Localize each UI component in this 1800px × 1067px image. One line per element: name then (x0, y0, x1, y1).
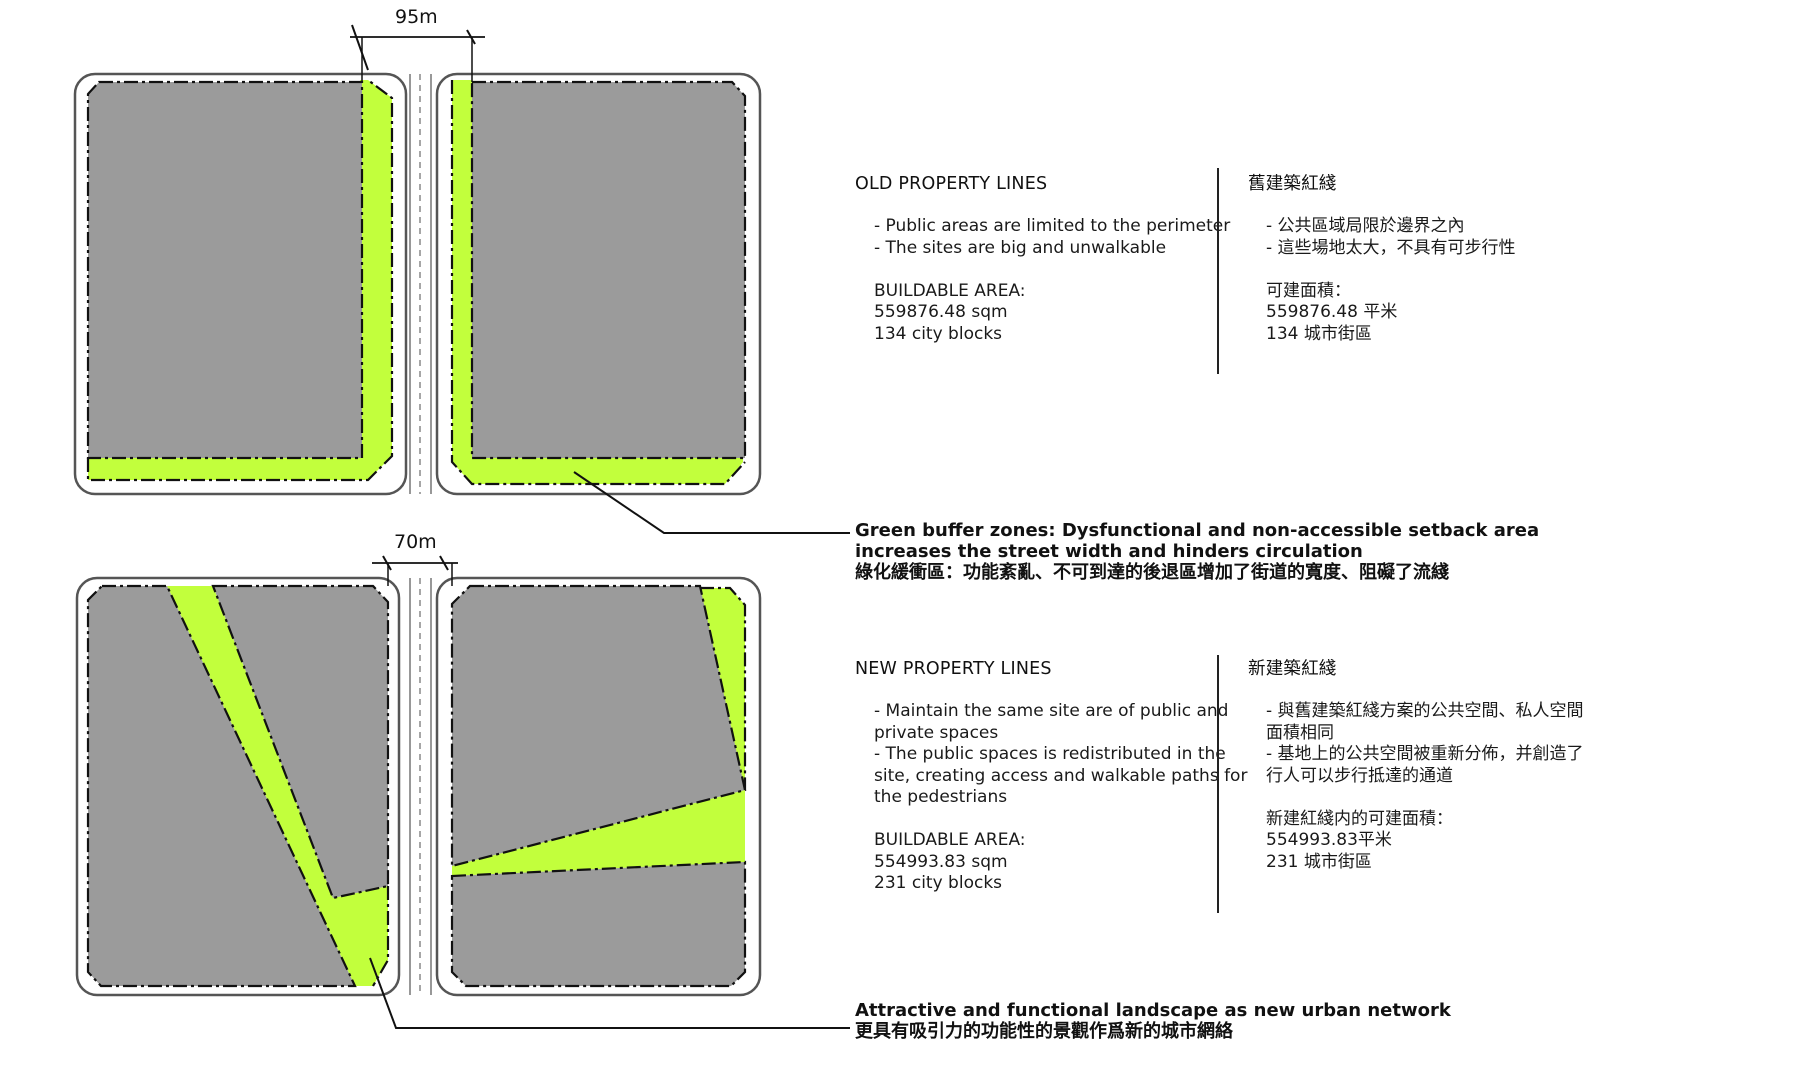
old-left-property-line (86, 79, 394, 482)
new-bullet-zh-3: - 基地上的公共空間被重新分佈，并創造了 (1266, 744, 1584, 764)
old-left-buildable-block (86, 80, 364, 460)
new-area-label-en: BUILDABLE AREA: (874, 830, 1026, 850)
old-divider (1217, 168, 1219, 374)
new-bullet-en-5: the pedestrians (874, 787, 1008, 807)
new-bullet-en-4: site, creating access and walkable paths… (874, 765, 1248, 786)
dim-label-95m: 95m (395, 6, 438, 28)
dim-label-70m: 70m (394, 531, 437, 553)
new-bullet-zh-1: - 與舊建築紅綫方案的公共空間、私人空間 (1266, 701, 1584, 721)
green-buffer-callout-line-3: 綠化緩衝區：功能紊亂、不可到達的後退區增加了街道的寬度、阻礙了流綫 (855, 562, 1449, 583)
old-area-label-en: BUILDABLE AREA: (874, 280, 1026, 301)
new-heading-zh: 新建築紅綫 (1248, 659, 1337, 679)
landscape-callout-line-1: Attractive and functional landscape as n… (855, 1000, 1451, 1021)
new-left-block-a (86, 584, 357, 988)
old-text-en: - Public areas are limited to the perime… (874, 216, 1230, 345)
dim-95-tick-left (351, 24, 369, 71)
new-left-green-path (167, 586, 388, 986)
landscape-callout: Attractive and functional landscape as n… (855, 1000, 1451, 1042)
green-buffer-callout-line-1: Green buffer zones: Dysfunctional and no… (855, 520, 1540, 541)
dim-70-tick-left (382, 555, 392, 571)
leader-green-buffer (573, 471, 850, 534)
new-blocks-zh: 231 城市街區 (1266, 851, 1372, 872)
new-right-block-b (450, 860, 747, 988)
new-area-value-zh: 554993.83平米 (1266, 830, 1392, 850)
new-bullet-zh-2: 面積相同 (1266, 722, 1334, 743)
dim-70-tick-right (439, 555, 449, 571)
new-area-value-en: 554993.83 sqm (874, 851, 1008, 872)
old-bullet-en-2: - The sites are big and unwalkable (874, 237, 1167, 258)
new-right-block-a (450, 584, 747, 868)
old-blocks-en: 134 city blocks (874, 323, 1003, 344)
new-divider (1217, 655, 1219, 913)
old-area-label-zh: 可建面積： (1266, 280, 1351, 301)
new-bullet-en-2: private spaces (874, 722, 999, 743)
new-right-green-wedge (452, 588, 745, 876)
old-bullet-zh-1: - 公共區域局限於邊界之內 (1266, 216, 1465, 236)
old-bullet-zh-2: - 這些場地太大，不具有可步行性 (1266, 237, 1516, 258)
landscape-callout-line-2: 更具有吸引力的功能性的景觀作爲新的城市網絡 (855, 1021, 1233, 1042)
new-right-green-edge (700, 586, 747, 790)
old-area-value-zh: 559876.48 平米 (1266, 302, 1398, 322)
old-right-property-line (450, 80, 746, 486)
old-right-buildable-block (470, 80, 747, 460)
new-blocks-en: 231 city blocks (874, 873, 1003, 893)
old-area-value-en: 559876.48 sqm (874, 302, 1008, 322)
new-bullet-zh-4: 行人可以步行抵達的通道 (1266, 765, 1453, 786)
leader-landscape (369, 957, 850, 1029)
old-text-zh: - 公共區域局限於邊界之內 - 這些場地太大，不具有可步行性 可建面積： 559… (1266, 216, 1516, 345)
green-buffer-callout-line-2: increases the street width and hinders c… (855, 541, 1363, 562)
dim-95-tick-right (466, 29, 476, 45)
new-heading-en: NEW PROPERTY LINES (855, 659, 1052, 679)
old-bullet-en-1: - Public areas are limited to the perime… (874, 216, 1231, 236)
new-area-label-zh: 新建紅綫内的可建面積： (1266, 808, 1453, 829)
old-heading-en: OLD PROPERTY LINES (855, 174, 1048, 194)
new-text-en: - Maintain the same site are of public a… (874, 701, 1247, 895)
old-blocks-zh: 134 城市街區 (1266, 323, 1372, 344)
new-bullet-en-1: - Maintain the same site are of public a… (874, 701, 1229, 721)
new-bullet-en-3: - The public spaces is redistributed in … (874, 744, 1226, 764)
old-heading-zh: 舊建築紅綫 (1248, 174, 1337, 194)
new-left-block-b (211, 584, 390, 900)
green-buffer-callout: Green buffer zones: Dysfunctional and no… (855, 520, 1539, 583)
new-text-zh: - 與舊建築紅綫方案的公共空間、私人空間 面積相同 - 基地上的公共空間被重新分… (1266, 701, 1584, 873)
